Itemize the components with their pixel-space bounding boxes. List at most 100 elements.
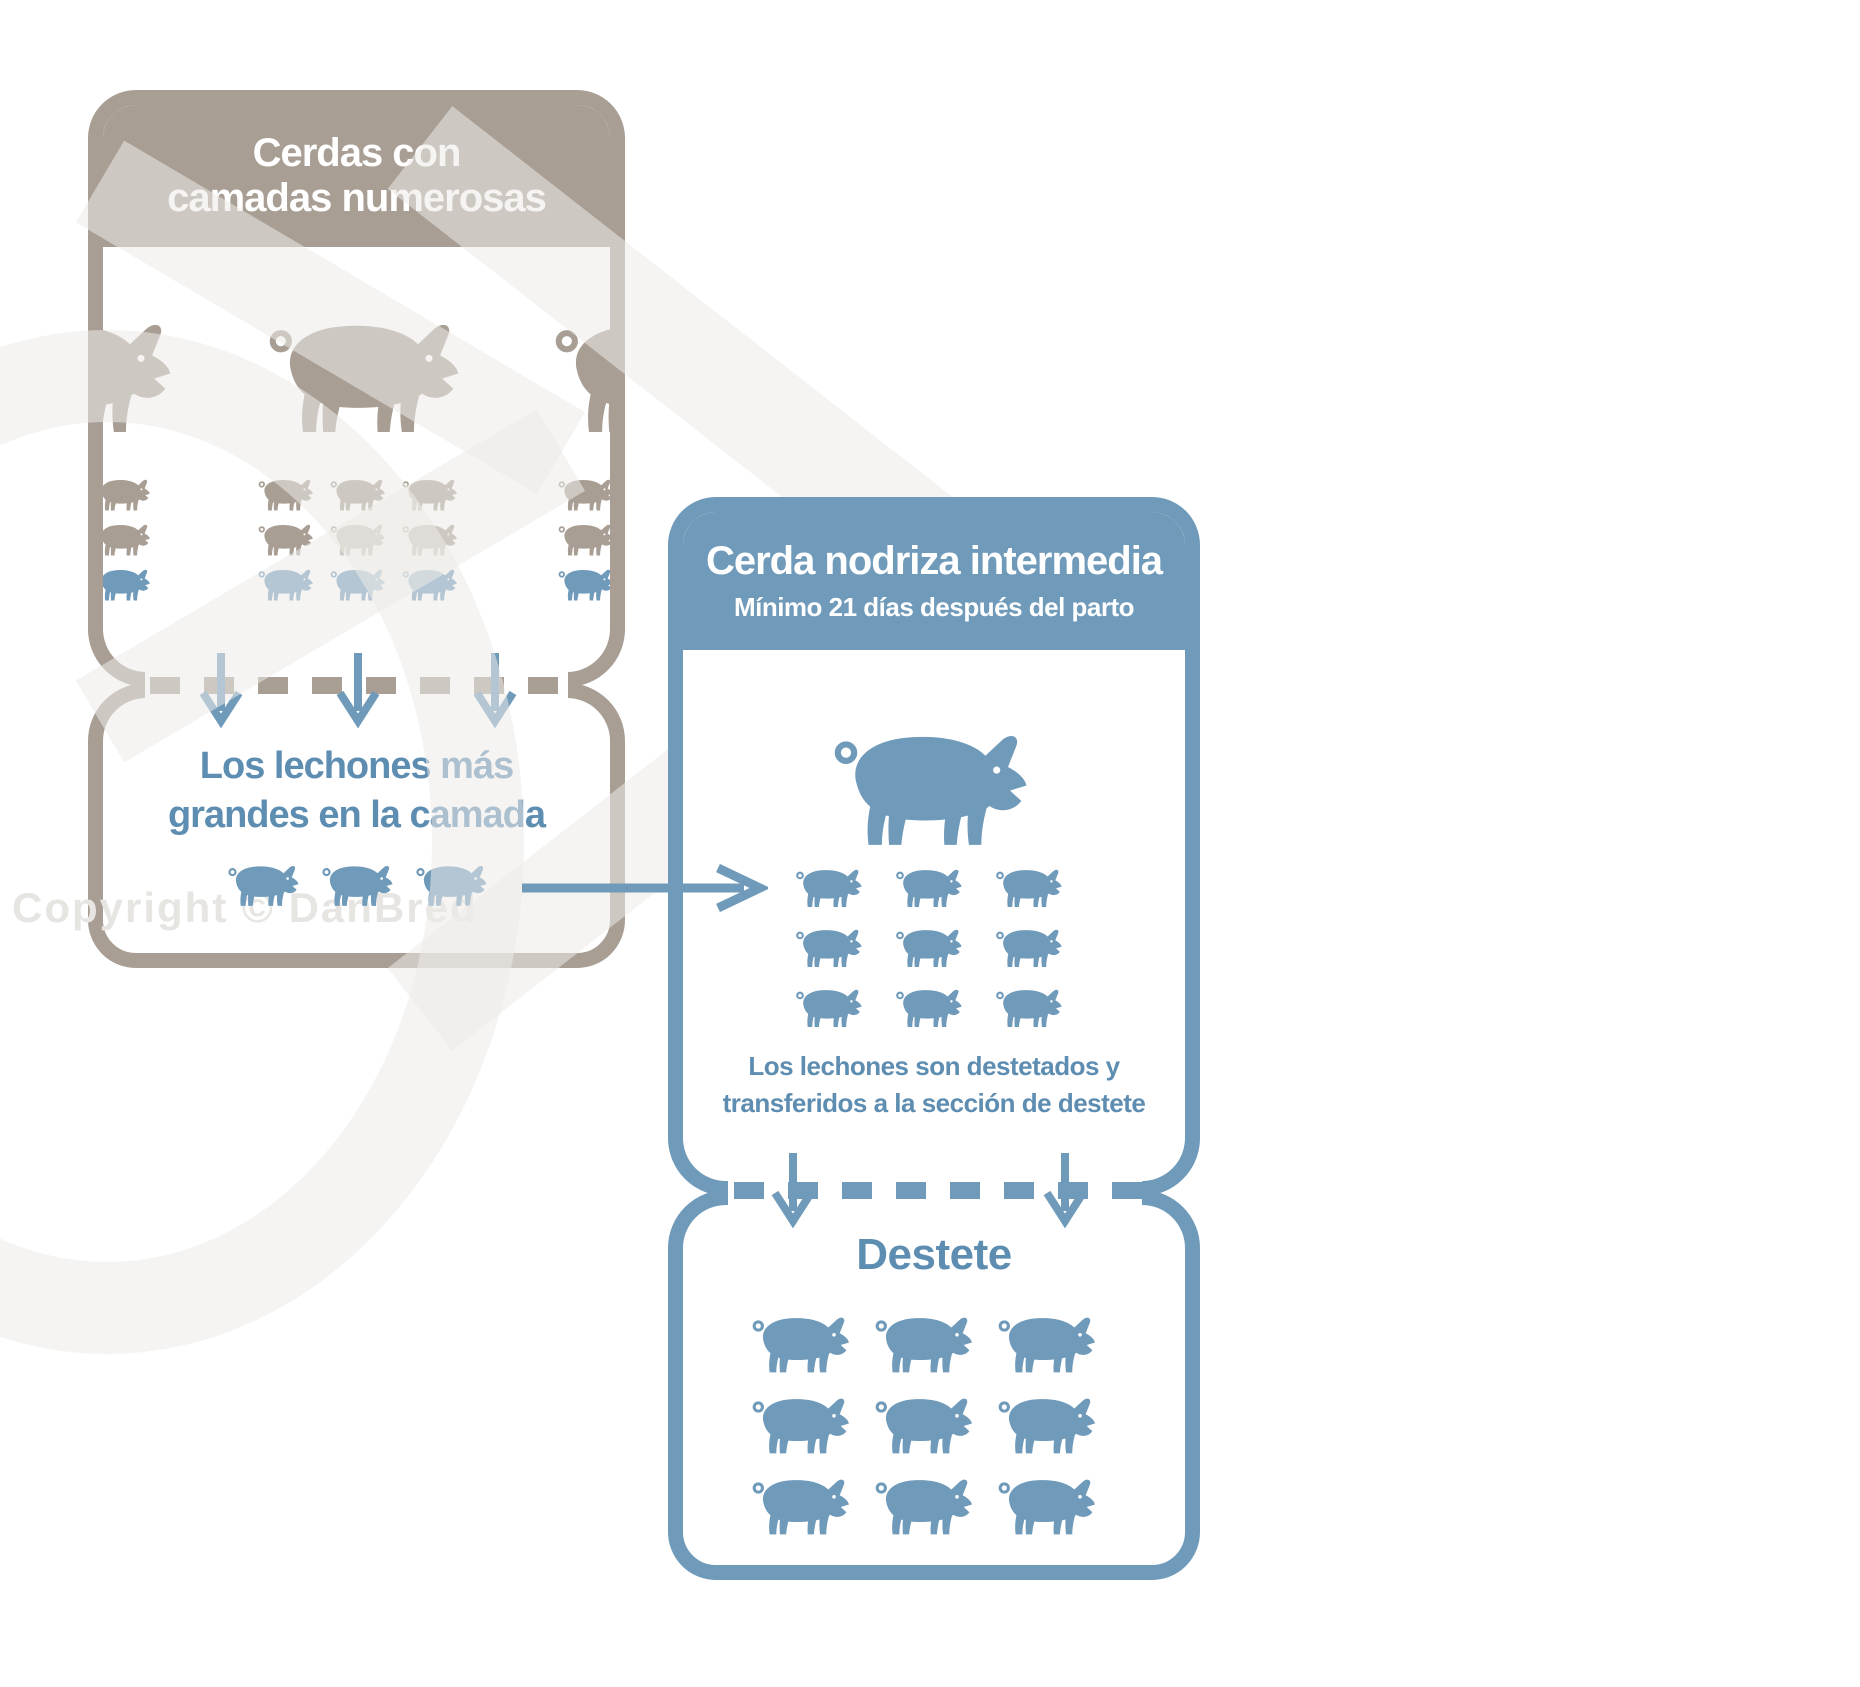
weaning-title: Destete (856, 1230, 1012, 1279)
pig-icon (558, 569, 610, 601)
pig-icon (555, 329, 610, 432)
largest-piglets-label: Los lechones más grandes en la camada (103, 742, 610, 841)
box-sows-large-litters: Cerdas con camadas numerosas (88, 90, 625, 687)
weaner-pig-icon (748, 1391, 851, 1457)
dash-segment (896, 1182, 926, 1199)
dash-segment (842, 1182, 872, 1199)
pig-icon (103, 569, 150, 601)
pig-icon (998, 1398, 1095, 1454)
weaner-pig-icon (871, 1391, 974, 1457)
piglet-icon (103, 521, 151, 557)
dash-segment (734, 1182, 764, 1199)
sow-icon (259, 314, 464, 435)
piglet-column-partial-right (556, 476, 610, 602)
arrow-down-icon (1043, 1151, 1087, 1237)
pig-icon (996, 869, 1062, 907)
piglet-icon (318, 862, 395, 907)
piglet-icon (400, 566, 458, 602)
pig-icon (896, 929, 962, 967)
piglet-icon (992, 986, 1064, 1028)
piglet-icon (103, 476, 151, 512)
piglet-icon (400, 476, 458, 512)
pig-icon (402, 569, 457, 601)
piglet-icon (792, 986, 864, 1028)
piglet-icon (992, 926, 1064, 968)
dash-segment (150, 677, 180, 694)
pig-icon (875, 1317, 972, 1373)
weaner-pig-icon (871, 1310, 974, 1376)
pig-icon (322, 866, 393, 906)
piglet-icon (556, 476, 610, 512)
pig-icon (330, 569, 385, 601)
piglet-icon (400, 521, 458, 557)
pig-icon (258, 479, 313, 511)
nurse-caption-line2: transferidos a la sección de destete (722, 1087, 1146, 1118)
pig-icon (330, 524, 385, 556)
weaner-pig-icon (748, 1472, 851, 1538)
pig-icon (896, 989, 962, 1027)
pig-icon (103, 479, 150, 511)
piglet-icon (256, 476, 314, 512)
box-sows-title-line2: camadas numerosas (167, 176, 547, 220)
pig-icon (998, 1479, 1095, 1535)
weaner-pig-icon (994, 1310, 1097, 1376)
weaning-pig-grid (748, 1310, 1097, 1538)
pig-icon (796, 989, 862, 1027)
pig-icon (996, 929, 1062, 967)
arrow-down-icon (199, 651, 243, 737)
pig-icon (896, 869, 962, 907)
nurse-piglet-grid (792, 866, 1064, 1028)
box-weaning: Destete (668, 1190, 1200, 1580)
piglet-icon (328, 566, 386, 602)
pig-icon (558, 524, 610, 556)
pig-icon (558, 479, 610, 511)
nurse-caption-line1: Los lechones son destetados y (748, 1051, 1120, 1081)
weaner-pig-icon (994, 1391, 1097, 1457)
largest-piglets-label-line1: Los lechones más (199, 745, 514, 787)
pig-icon (103, 324, 171, 432)
arrow-right-icon (520, 864, 768, 912)
piglet-icon (256, 566, 314, 602)
down-arrows-nurse-to-weaning (771, 1151, 1087, 1239)
dash-segment (528, 677, 558, 694)
pig-icon (103, 524, 150, 556)
box-sows-header: Cerdas con camadas numerosas (103, 105, 610, 247)
piglet-icon (412, 862, 489, 907)
pig-icon (996, 989, 1062, 1027)
box-nurse-sow: Cerda nodriza intermedia Mínimo 21 días … (668, 497, 1200, 1196)
arrow-down-icon (473, 651, 517, 737)
piglet-icon (556, 521, 610, 557)
pig-icon (875, 1479, 972, 1535)
piglet-icon (792, 866, 864, 908)
piglet-icon (328, 476, 386, 512)
piglet-icon (892, 926, 964, 968)
nurse-caption: Los lechones son destetados y transferid… (683, 1048, 1185, 1122)
box-nurse-header: Cerda nodriza intermedia Mínimo 21 días … (683, 512, 1185, 650)
pig-icon (998, 1317, 1095, 1373)
weaner-pig-icon (994, 1472, 1097, 1538)
piglet-icon (892, 866, 964, 908)
piglet-column-partial-left (103, 476, 151, 602)
pig-icon (269, 324, 459, 432)
piglet-icon (224, 862, 301, 907)
box-nurse-title: Cerda nodriza intermedia (705, 539, 1163, 584)
piglet-icon (992, 866, 1064, 908)
pig-icon (228, 866, 299, 906)
pig-icon (752, 1317, 849, 1373)
arrow-down-icon (336, 651, 380, 737)
piglet-icon (556, 566, 610, 602)
dash-segment (1004, 1182, 1034, 1199)
weaner-pig-icon (871, 1472, 974, 1538)
pig-icon (875, 1398, 972, 1454)
piglet-icon (256, 521, 314, 557)
piglet-icon (792, 926, 864, 968)
sow-icon (103, 314, 176, 435)
pig-icon (402, 524, 457, 556)
nurse-sow-icon (823, 725, 1033, 848)
arrow-down-icon (771, 1151, 815, 1237)
selected-piglets-row (224, 862, 489, 907)
box-sows-title: Cerdas con camadas numerosas (167, 131, 547, 221)
box-sows-title-line1: Cerdas con (252, 131, 462, 176)
piglet-icon (328, 521, 386, 557)
